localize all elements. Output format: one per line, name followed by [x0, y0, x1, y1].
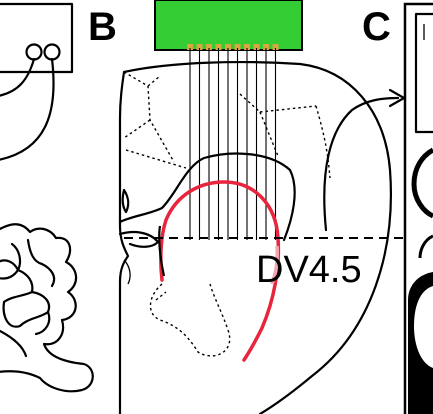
electrode-array: [154, 0, 303, 240]
connector-pad: [253, 44, 260, 50]
cerebellar-folia: [0, 238, 56, 358]
histology-white-core: [414, 286, 433, 368]
connector-pads: [187, 44, 279, 50]
dv-level-label: DV4.5: [256, 249, 362, 291]
hemisection: DV4.5: [118, 60, 408, 414]
connector-pad: [187, 44, 193, 50]
probe-shanks: [189, 48, 277, 240]
panel-label-b: B: [88, 5, 117, 49]
connector-left: [25, 43, 43, 61]
callout-arrow: [323, 88, 406, 232]
connector-right: [43, 43, 61, 61]
connector-pad: [206, 44, 212, 50]
connector-pad: [272, 44, 279, 50]
midline-notch: [121, 188, 130, 214]
recording-track: [159, 180, 281, 362]
area-boundaries: [123, 71, 331, 357]
connector-pad: [225, 44, 231, 50]
connector-pad: [263, 44, 269, 50]
histology-slice-upper: [414, 12, 433, 134]
connector-pad: [215, 44, 222, 50]
recording-box: [0, 2, 74, 161]
connector-pad: [234, 44, 241, 50]
track-dark-stub: [158, 225, 166, 277]
panel-label-c: C: [362, 5, 391, 49]
midline-notch-lower: [123, 259, 131, 285]
track-highlight: [270, 245, 279, 285]
brain-outline: [118, 60, 392, 414]
histology-fiber-inner: [418, 234, 433, 259]
panel-c-histology: [403, 2, 433, 414]
panel-a: [0, 2, 94, 393]
connector-pad: [196, 44, 203, 50]
brain-section-outline: [0, 223, 94, 393]
ventricle: [118, 231, 160, 248]
histology-fibers: [411, 147, 433, 219]
connector-pad: [244, 44, 250, 50]
array-headstage: [154, 0, 303, 51]
cortex-inner-boundary: [118, 152, 296, 242]
